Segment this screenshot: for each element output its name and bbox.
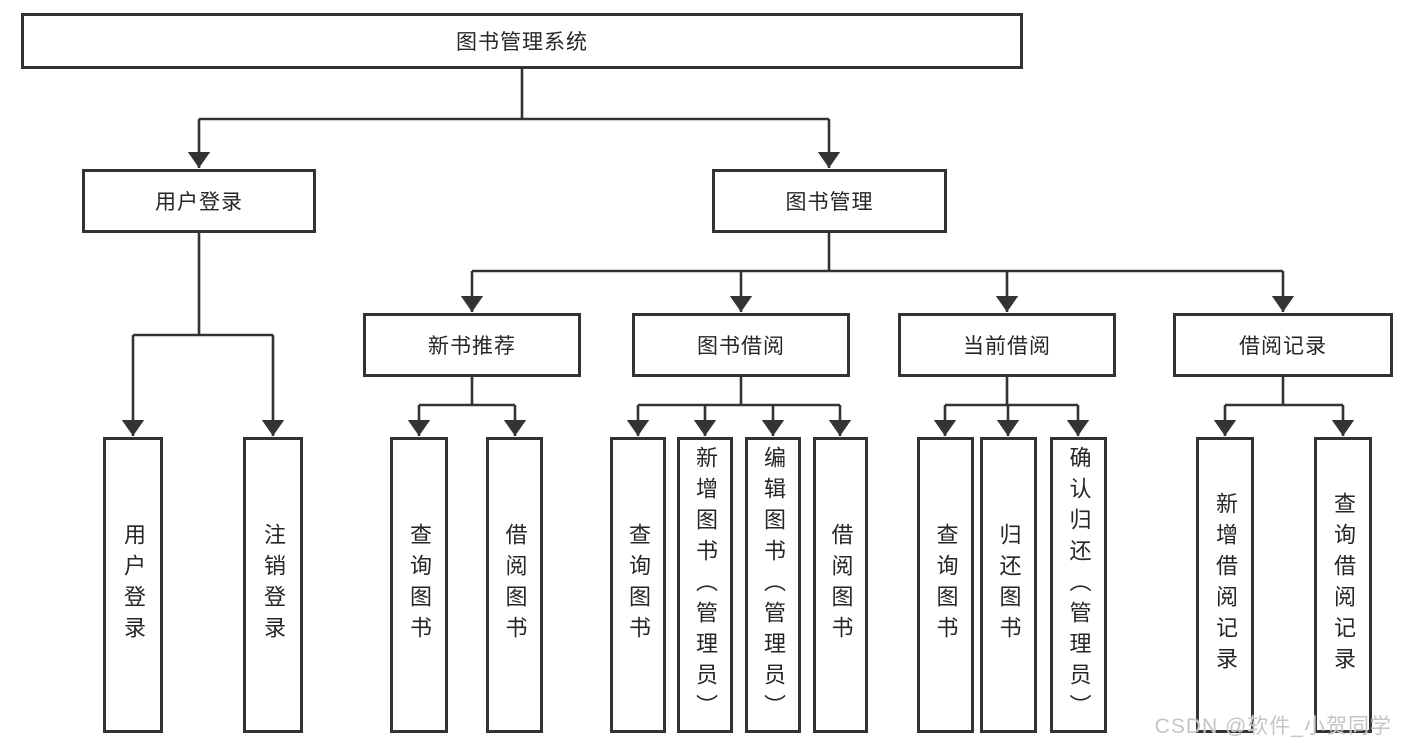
node-borrow-record: 借阅记录 (1173, 313, 1393, 377)
node-current-borrow-label: 当前借阅 (963, 335, 1051, 358)
node-book-management: 图书管理 (712, 169, 947, 233)
node-book-borrow: 图书借阅 (632, 313, 850, 377)
leaf-record-add: 新增借阅记录 (1196, 437, 1254, 733)
leaf-borrow-query-book-label: 查询图书 (626, 523, 651, 647)
leaf-recommend-borrow-book-label: 借阅图书 (502, 523, 528, 647)
leaf-logout-login-label: 注销登录 (261, 523, 286, 647)
leaf-borrow-add-book-admin: 新增图书（管理员） (677, 437, 733, 733)
leaf-current-return-book-label: 归还图书 (996, 523, 1022, 647)
leaf-current-query-book-label: 查询图书 (933, 523, 959, 647)
leaf-recommend-query-book: 查询图书 (390, 437, 448, 733)
node-new-book-recommend-label: 新书推荐 (428, 335, 516, 358)
leaf-current-return-book: 归还图书 (980, 437, 1037, 733)
leaf-borrow-edit-book-admin: 编辑图书（管理员） (745, 437, 801, 733)
leaf-record-query-label: 查询借阅记录 (1331, 492, 1356, 678)
node-book-borrow-label: 图书借阅 (697, 335, 785, 358)
leaf-user-login: 用户登录 (103, 437, 163, 733)
leaf-record-add-label: 新增借阅记录 (1213, 492, 1238, 678)
leaf-logout-login: 注销登录 (243, 437, 303, 733)
node-root-label: 图书管理系统 (456, 31, 588, 54)
node-user-login-label: 用户登录 (155, 191, 243, 214)
node-new-book-recommend: 新书推荐 (363, 313, 581, 377)
leaf-borrow-borrow-book: 借阅图书 (813, 437, 868, 733)
leaf-borrow-add-book-admin-label: 新增图书（管理员） (693, 445, 718, 725)
node-user-login: 用户登录 (82, 169, 316, 233)
node-borrow-record-label: 借阅记录 (1239, 335, 1327, 358)
leaf-current-confirm-return-admin-label: 确认归还（管理员） (1066, 445, 1092, 725)
csdn-watermark: CSDN @软件_小贺同学 (1154, 715, 1392, 738)
leaf-current-confirm-return-admin: 确认归还（管理员） (1050, 437, 1107, 733)
leaf-borrow-edit-book-admin-label: 编辑图书（管理员） (761, 445, 786, 725)
leaf-current-query-book: 查询图书 (917, 437, 974, 733)
leaf-borrow-borrow-book-label: 借阅图书 (828, 523, 854, 647)
leaf-borrow-query-book: 查询图书 (610, 437, 666, 733)
node-book-management-label: 图书管理 (785, 191, 874, 214)
leaf-record-query: 查询借阅记录 (1314, 437, 1372, 733)
node-root-system: 图书管理系统 (21, 13, 1023, 69)
leaf-recommend-borrow-book: 借阅图书 (486, 437, 543, 733)
leaf-recommend-query-book-label: 查询图书 (407, 523, 432, 647)
leaf-user-login-label: 用户登录 (121, 523, 146, 647)
node-current-borrow: 当前借阅 (898, 313, 1116, 377)
